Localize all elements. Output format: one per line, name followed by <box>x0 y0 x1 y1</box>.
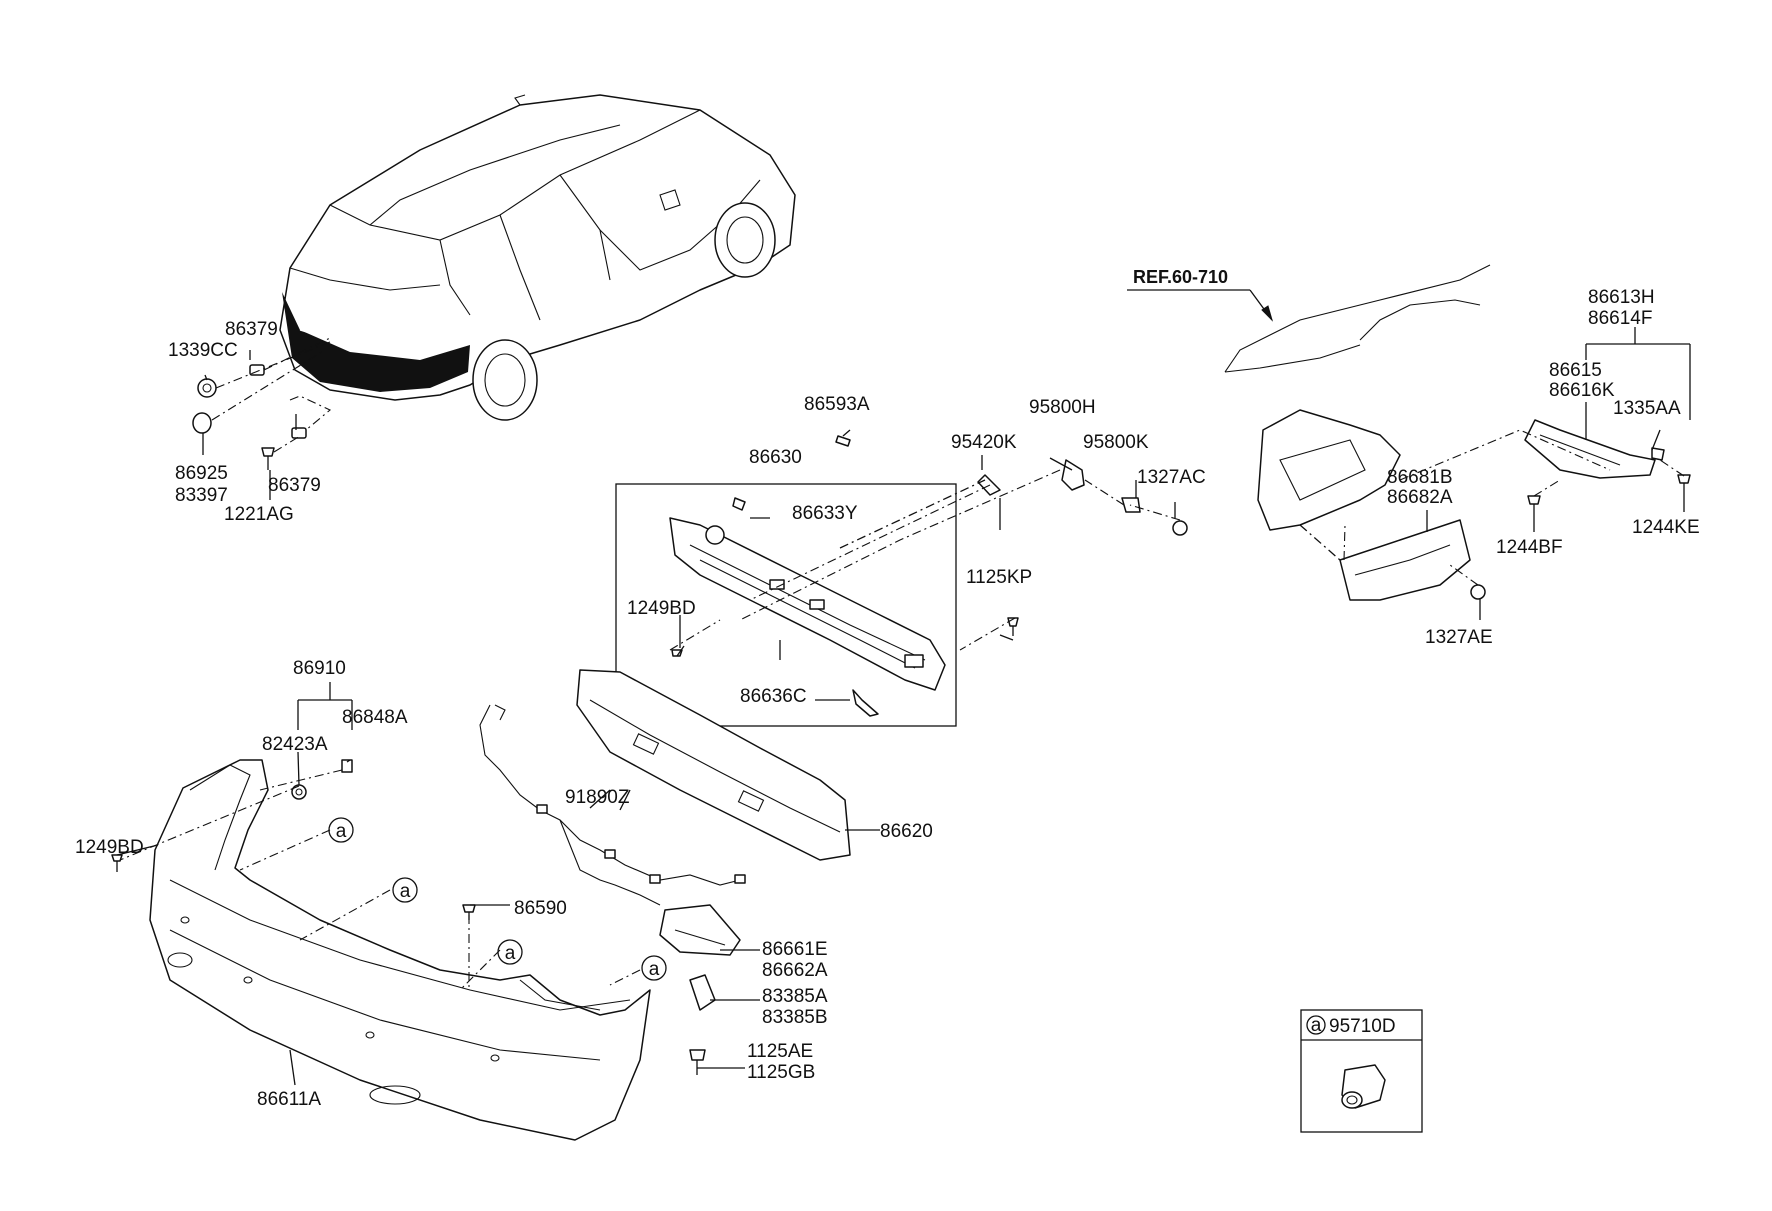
bracket-86615 <box>1524 419 1656 479</box>
label-86614F: 86614F <box>1588 308 1652 329</box>
label-86590: 86590 <box>514 898 567 919</box>
callout-letter-a-3: a <box>505 943 516 964</box>
callout-letter-a-4: a <box>649 959 660 980</box>
callout-circle-a-1 <box>328 817 354 843</box>
energy-absorber-group <box>576 669 880 861</box>
callout-circle-a-4 <box>641 955 667 981</box>
legend-callout-letter: a <box>1311 1015 1322 1036</box>
label-86633Y: 86633Y <box>792 503 858 524</box>
reinforcement-assembly-box <box>615 483 957 727</box>
label-82423A: 82423A <box>262 734 328 755</box>
legend-callout-circle <box>1306 1015 1326 1035</box>
label-1221AG: 1221AG <box>224 504 294 525</box>
vehicle-rear-view <box>279 94 796 421</box>
label-91890Z: 91890Z <box>565 787 630 808</box>
clip-86379-bottom-shape <box>291 427 307 439</box>
bracket-83385A <box>689 974 716 1011</box>
screw-1221AG-shape <box>261 447 275 457</box>
label-1339CC: 1339CC <box>168 340 238 361</box>
label-1249BD-upper: 1249BD <box>627 598 696 619</box>
label-1327AC: 1327AC <box>1137 467 1206 488</box>
label-86379-top: 86379 <box>225 319 278 340</box>
label-1125GB: 1125GB <box>747 1062 815 1083</box>
label-86611A: 86611A <box>257 1089 321 1110</box>
callout-circle-a-3 <box>497 939 523 965</box>
part-labels: REF.60-710 86379 1339CC 86925 83397 8637… <box>75 267 1700 1110</box>
label-86661E: 86661E <box>762 939 828 960</box>
bumper-cover-group <box>149 759 651 1141</box>
reflector-86661E <box>659 904 741 956</box>
label-1335AA: 1335AA <box>1613 398 1681 419</box>
label-86636C: 86636C <box>740 686 807 707</box>
label-1125KP: 1125KP <box>966 567 1032 588</box>
leader-lines <box>116 327 1691 1069</box>
label-86910: 86910 <box>293 658 346 679</box>
label-86620: 86620 <box>880 821 933 842</box>
emblem-clips-group <box>192 337 332 470</box>
label-83385B: 83385B <box>762 1007 828 1028</box>
label-86630: 86630 <box>749 447 802 468</box>
label-95420K: 95420K <box>951 432 1017 453</box>
body-side-group <box>669 264 1691 651</box>
label-86681B: 86681B <box>1387 467 1453 488</box>
assembly-frame <box>615 483 957 727</box>
label-86615: 86615 <box>1549 360 1602 381</box>
label-1125AE: 1125AE <box>747 1041 813 1062</box>
side-bracket-panel <box>1257 409 1401 531</box>
label-83397: 83397 <box>175 485 228 506</box>
label-1249BD-lower: 1249BD <box>75 837 144 858</box>
callout-letter-a-1: a <box>336 821 347 842</box>
label-1244BF: 1244BF <box>1496 537 1563 558</box>
legend-part-number: 95710D <box>1329 1016 1396 1037</box>
label-95800H: 95800H <box>1029 397 1096 418</box>
reference-callout <box>1127 289 1274 322</box>
label-86616K: 86616K <box>1549 380 1615 401</box>
energy-absorber-86620 <box>576 669 851 861</box>
label-86682A: 86682A <box>1387 487 1453 508</box>
reference-label: REF.60-710 <box>1133 267 1228 287</box>
label-1327AE: 1327AE <box>1425 627 1493 648</box>
callout-markers: a a a a <box>328 817 667 981</box>
callout-letter-a-2: a <box>400 881 411 902</box>
rear-side-bracket-86681B <box>1339 519 1471 601</box>
wiring-harness-91890Z <box>479 704 746 906</box>
bumper-fasteners-group <box>111 759 741 1075</box>
sensor-legend-box: a 95710D <box>1300 1009 1423 1133</box>
label-86379-bottom: 86379 <box>268 475 321 496</box>
legend-frame <box>1300 1009 1423 1133</box>
label-86662A: 86662A <box>762 960 828 981</box>
label-86848A: 86848A <box>342 707 408 728</box>
label-1244KE: 1244KE <box>1632 517 1700 538</box>
nut-1339CC-shape <box>197 378 217 398</box>
label-86593A: 86593A <box>804 394 870 415</box>
callout-circle-a-2 <box>392 877 418 903</box>
label-86925: 86925 <box>175 463 228 484</box>
label-95800K: 95800K <box>1083 432 1149 453</box>
plug-86925-shape <box>192 412 212 434</box>
label-86613H: 86613H <box>1588 287 1655 308</box>
label-83385A: 83385A <box>762 986 828 1007</box>
